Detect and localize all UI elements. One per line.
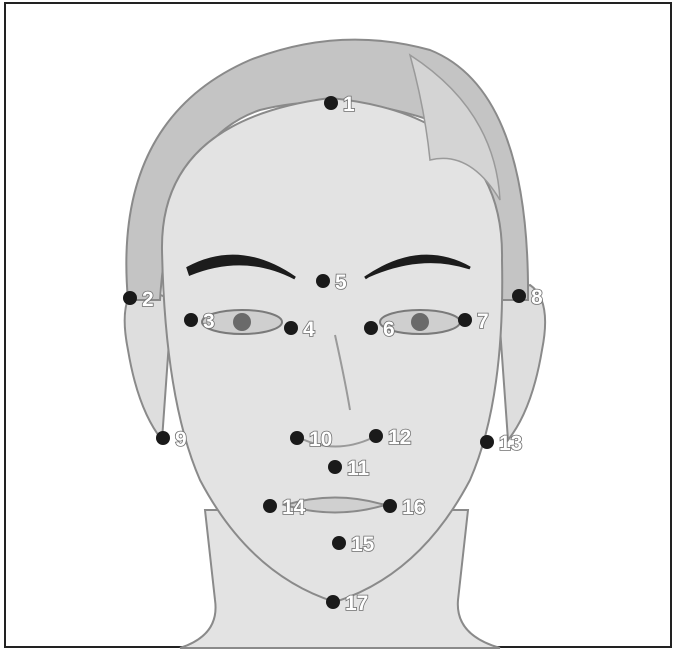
- landmark-label: 2: [142, 288, 154, 311]
- landmark-dot: [369, 429, 383, 443]
- left-iris: [233, 313, 251, 331]
- landmark-dot: [332, 536, 346, 550]
- landmark-label: 10: [309, 428, 332, 451]
- landmark-label: 7: [477, 310, 489, 333]
- landmark-dot: [512, 289, 526, 303]
- landmark-dot: [326, 595, 340, 609]
- landmark-13: 13: [480, 432, 522, 455]
- landmark-dot: [383, 499, 397, 513]
- landmark-dot: [364, 321, 378, 335]
- landmark-label: 13: [499, 432, 522, 455]
- landmark-dot: [290, 431, 304, 445]
- landmark-label: 9: [175, 428, 187, 451]
- landmark-dot: [328, 460, 342, 474]
- landmark-label: 5: [335, 271, 347, 294]
- landmark-dot: [284, 321, 298, 335]
- landmark-label: 6: [383, 318, 395, 341]
- landmark-label: 16: [402, 496, 425, 519]
- landmark-label: 12: [388, 426, 411, 449]
- landmark-label: 14: [282, 496, 306, 519]
- landmark-dot: [324, 96, 338, 110]
- landmark-dot: [263, 499, 277, 513]
- landmark-dot: [156, 431, 170, 445]
- landmark-dot: [123, 291, 137, 305]
- landmark-9: 9: [156, 428, 187, 451]
- landmark-label: 15: [351, 533, 375, 556]
- landmark-label: 3: [203, 310, 215, 333]
- landmark-label: 1: [343, 93, 355, 116]
- landmark-dot: [184, 313, 198, 327]
- landmark-label: 4: [303, 318, 315, 341]
- landmark-dot: [480, 435, 494, 449]
- landmark-dot: [316, 274, 330, 288]
- landmark-label: 8: [531, 286, 543, 309]
- landmark-label: 11: [347, 457, 370, 480]
- landmark-label: 17: [345, 592, 368, 615]
- right-iris: [411, 313, 429, 331]
- landmark-dot: [458, 313, 472, 327]
